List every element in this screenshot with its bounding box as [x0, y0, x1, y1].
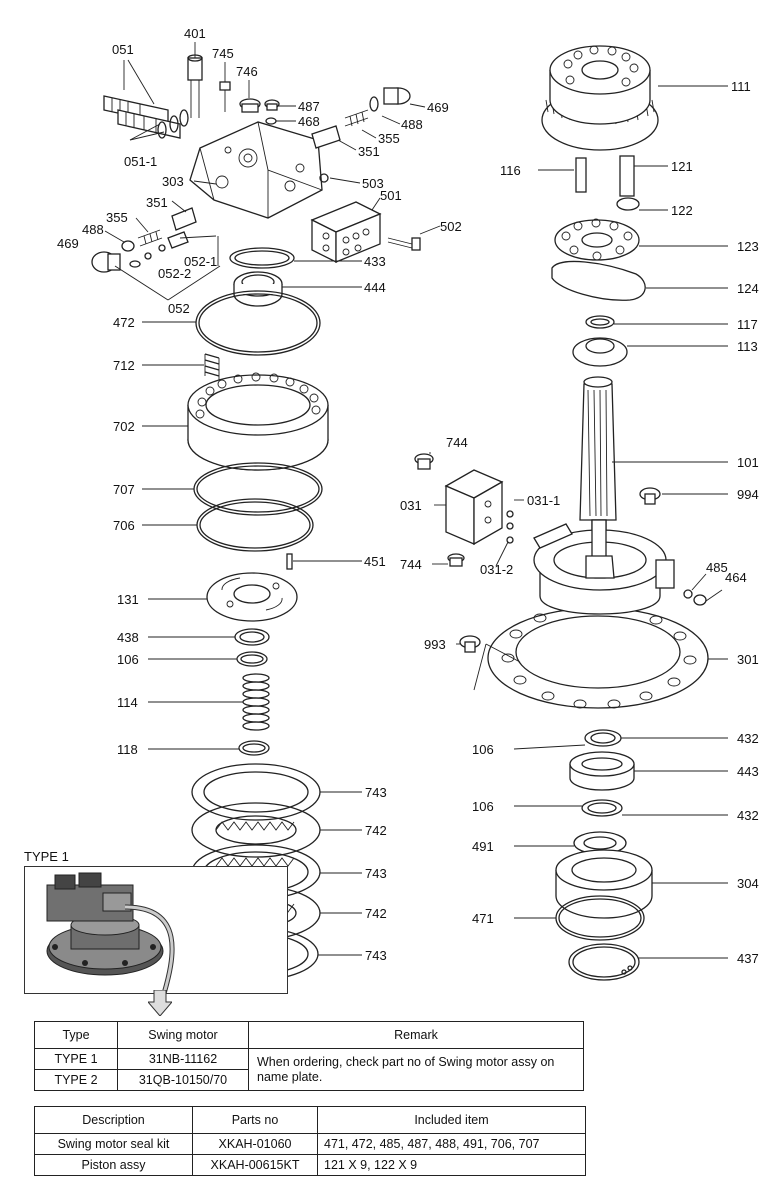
label-742b: 742: [365, 906, 387, 921]
label-743a: 743: [365, 785, 387, 800]
label-101: 101: [737, 455, 759, 470]
header-remark: Remark: [248, 1021, 584, 1049]
type1-motor-illustration: [46, 872, 175, 998]
label-116: 116: [500, 163, 521, 178]
motor-housing: [487, 523, 709, 709]
remark-cell: When ordering, check part no of Swing mo…: [248, 1048, 584, 1091]
type1-inset: [24, 866, 288, 998]
label-052-2: 052-2: [158, 266, 191, 281]
label-351a: 351: [358, 144, 380, 159]
label-131: 131: [117, 592, 139, 607]
type1-label: TYPE 1: [24, 849, 69, 864]
motor-cell: 31QB-10150/70: [117, 1069, 249, 1091]
label-488b: 488: [82, 222, 104, 237]
label-993: 993: [424, 637, 446, 652]
label-111: 111: [731, 79, 751, 94]
description-cell: Swing motor seal kit: [34, 1133, 193, 1155]
label-501: 501: [380, 188, 402, 203]
label-031-1: 031-1: [527, 493, 560, 508]
label-706: 706: [113, 518, 135, 533]
label-485: 485: [706, 560, 728, 575]
label-487: 487: [298, 99, 320, 114]
parts-no-cell: XKAH-00615KT: [192, 1154, 318, 1176]
label-123: 123: [737, 239, 759, 254]
label-304: 304: [737, 876, 759, 891]
label-502: 502: [440, 219, 462, 234]
label-743b: 743: [365, 866, 387, 881]
label-469b: 469: [57, 236, 79, 251]
label-052: 052: [168, 301, 190, 316]
label-707: 707: [113, 482, 135, 497]
label-303: 303: [162, 174, 184, 189]
included-item-cell: 121 X 9, 122 X 9: [317, 1154, 586, 1176]
type-table: Type Swing motor Remark TYPE 1 31NB-1116…: [34, 1021, 584, 1091]
label-031: 031: [400, 498, 422, 513]
label-114: 114: [117, 695, 138, 710]
label-106a: 106: [117, 652, 139, 667]
label-503: 503: [362, 176, 384, 191]
label-051: 051: [112, 42, 134, 57]
header-parts-no: Parts no: [192, 1106, 318, 1134]
type-cell: TYPE 2: [34, 1069, 118, 1091]
label-443: 443: [737, 764, 759, 779]
cylinder-block: [541, 45, 659, 151]
label-031-2: 031-2: [480, 562, 513, 577]
label-471: 471: [472, 911, 494, 926]
label-106b: 106: [472, 742, 494, 757]
included-item-cell: 471, 472, 485, 487, 488, 491, 706, 707: [317, 1133, 586, 1155]
header-included-item: Included item: [317, 1106, 586, 1134]
label-355b: 355: [106, 210, 128, 225]
label-451: 451: [364, 554, 386, 569]
label-432a: 432: [737, 731, 759, 746]
label-491: 491: [472, 839, 494, 854]
label-124: 124: [737, 281, 759, 296]
parts-no-cell: XKAH-01060: [192, 1133, 318, 1155]
part-labels: 401 051 745 746 487 468 469 488 355 351 …: [57, 26, 759, 966]
label-432b: 432: [737, 808, 759, 823]
label-488a: 488: [401, 117, 423, 132]
label-472: 472: [113, 315, 135, 330]
header-description: Description: [34, 1106, 193, 1134]
label-438: 438: [117, 630, 139, 645]
label-712: 712: [113, 358, 135, 373]
label-746: 746: [236, 64, 258, 79]
label-469a: 469: [427, 100, 449, 115]
label-444: 444: [364, 280, 386, 295]
arrow-down-icon: [148, 990, 172, 1016]
label-113: 113: [737, 339, 758, 354]
label-121: 121: [671, 159, 693, 174]
label-743c: 743: [365, 948, 387, 963]
label-702: 702: [113, 419, 135, 434]
label-994: 994: [737, 487, 759, 502]
label-433: 433: [364, 254, 386, 269]
label-351b: 351: [146, 195, 168, 210]
label-118: 118: [117, 742, 138, 757]
label-106c: 106: [472, 799, 494, 814]
label-051-1: 051-1: [124, 154, 157, 169]
description-cell: Piston assy: [34, 1154, 193, 1176]
label-117: 117: [737, 317, 758, 332]
label-464: 464: [725, 570, 747, 585]
label-437: 437: [737, 951, 759, 966]
header-swing-motor: Swing motor: [117, 1021, 249, 1049]
type-cell: TYPE 1: [34, 1048, 118, 1070]
header-type: Type: [34, 1021, 118, 1049]
label-355a: 355: [378, 131, 400, 146]
label-401: 401: [184, 26, 206, 41]
seal-kit-table: Description Parts no Included item Swing…: [34, 1106, 586, 1176]
label-052-1: 052-1: [184, 254, 217, 269]
label-301: 301: [737, 652, 759, 667]
valve-cover-assembly: [91, 54, 421, 301]
motor-cell: 31NB-11162: [117, 1048, 249, 1070]
label-468: 468: [298, 114, 320, 129]
label-745: 745: [212, 46, 234, 61]
label-742a: 742: [365, 823, 387, 838]
label-122: 122: [671, 203, 693, 218]
label-744b: 744: [400, 557, 422, 572]
label-744a: 744: [446, 435, 468, 450]
